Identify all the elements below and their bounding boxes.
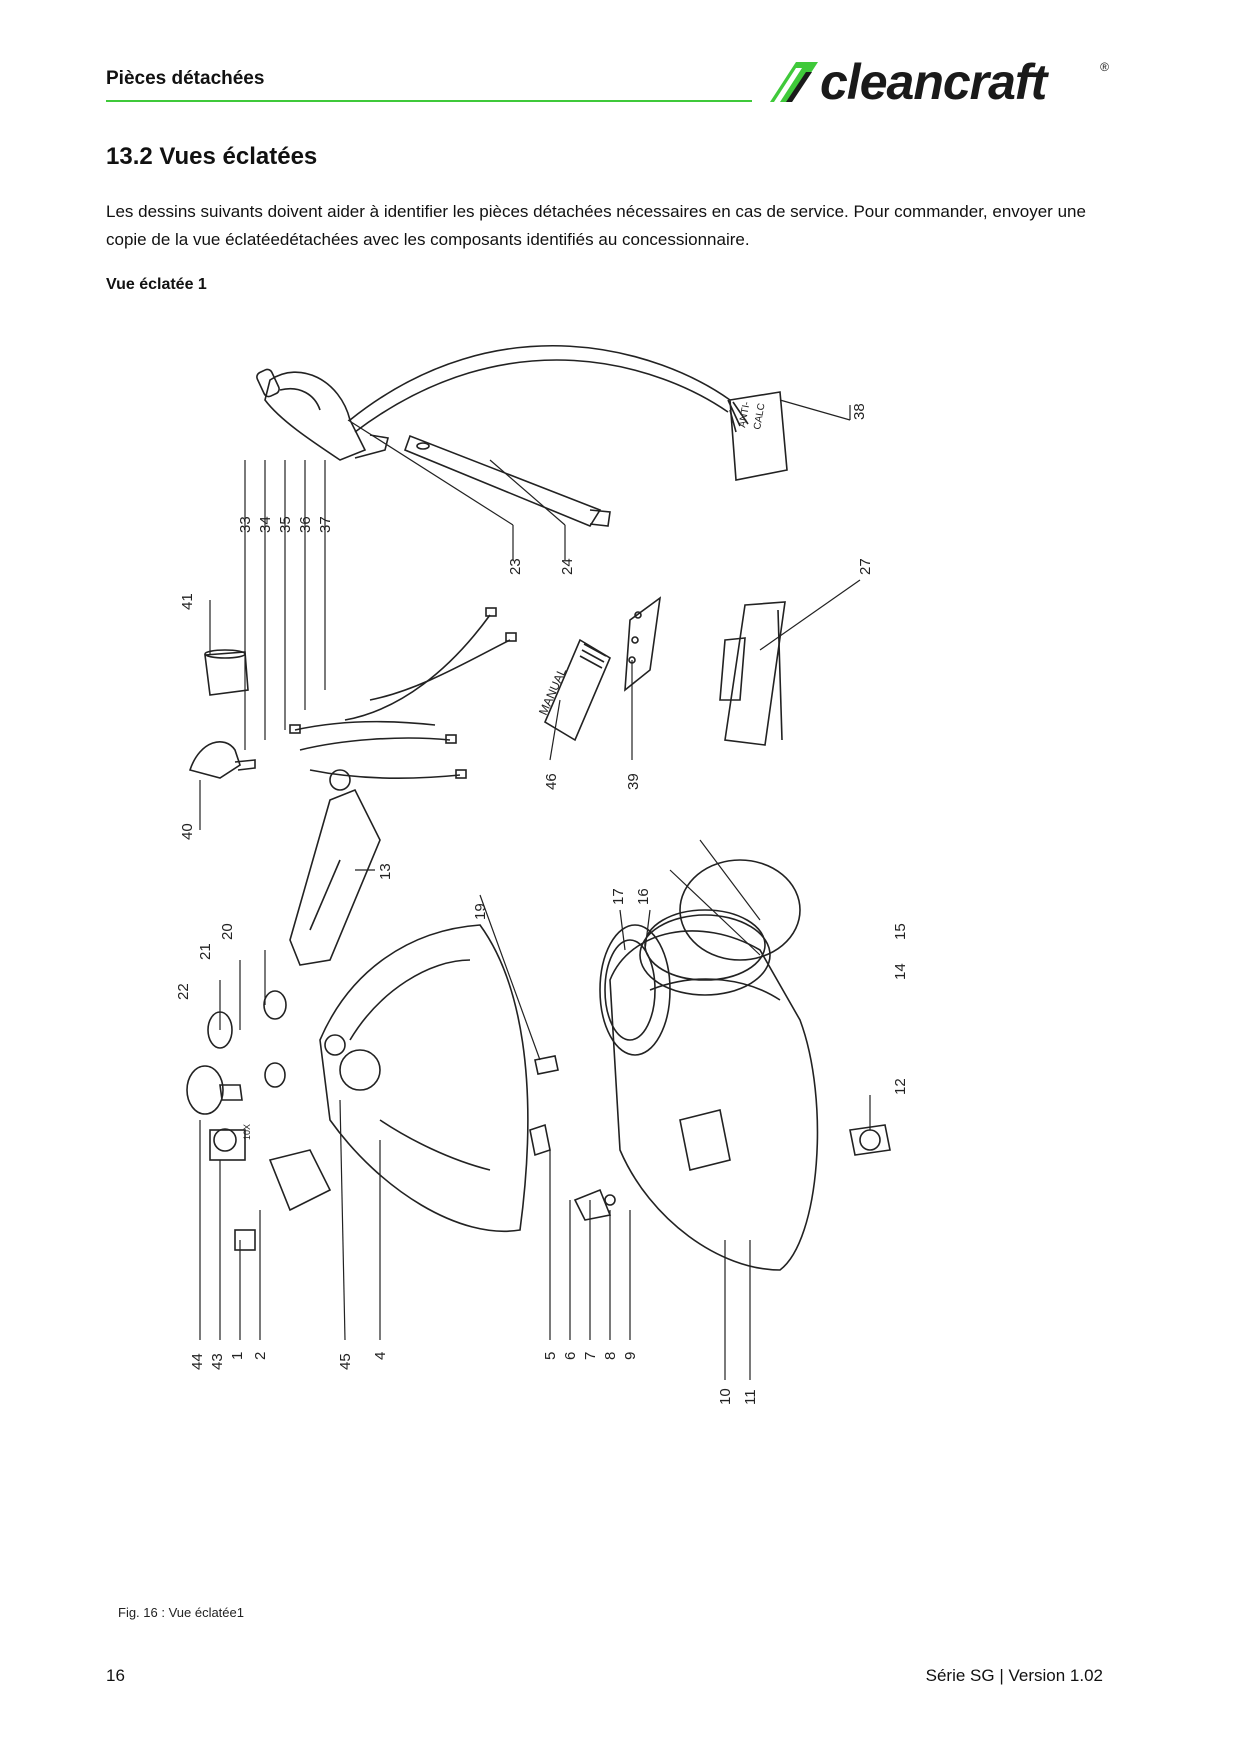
part-extension-tube — [403, 434, 611, 527]
header-title: Pièces détachées — [106, 68, 265, 89]
figure-caption: Fig. 16 : Vue éclatée1 — [118, 1605, 244, 1620]
label-9: 9 — [622, 1352, 639, 1360]
label-24: 24 — [559, 558, 576, 575]
label-19: 19 — [472, 903, 489, 920]
part-housing-right — [609, 930, 819, 1271]
bag-text-2: CALC — [752, 402, 767, 430]
label-1: 1 — [229, 1352, 246, 1360]
logo-registered-mark: ® — [1100, 60, 1109, 74]
label-5: 5 — [542, 1352, 559, 1360]
label-7: 7 — [582, 1352, 599, 1360]
label-14: 14 — [892, 963, 909, 980]
part-measuring-cup — [204, 649, 249, 696]
part-cables — [289, 607, 517, 780]
label-16: 16 — [635, 888, 652, 905]
label-10: 10 — [717, 1388, 734, 1405]
part-heating-coil — [599, 924, 671, 1056]
label-43: 43 — [209, 1353, 226, 1370]
label-21: 21 — [197, 943, 214, 960]
bag-text-1: ANTI- — [737, 401, 752, 429]
label-15: 15 — [892, 923, 909, 940]
part-brush-nozzle — [719, 601, 786, 746]
part-clips — [529, 1055, 616, 1221]
brand-logo: cleancraft ® — [766, 54, 1111, 110]
label-4: 4 — [372, 1352, 389, 1360]
label-40: 40 — [179, 823, 196, 840]
leader-lines — [199, 399, 871, 1380]
label-36: 36 — [297, 516, 314, 533]
part-circuit-board — [624, 596, 662, 692]
label-17: 17 — [610, 888, 627, 905]
section-title: 13.2 Vues éclatées — [106, 143, 318, 170]
label-11: 11 — [742, 1389, 759, 1405]
label-39: 39 — [625, 773, 642, 790]
label-27: 27 — [857, 558, 874, 575]
part-small-components: 10X — [186, 990, 332, 1251]
exploded-view-drawing: ANTI- CALC MANUAL — [175, 344, 909, 1405]
label-41: 41 — [179, 593, 196, 610]
label-13: 13 — [377, 863, 394, 880]
intro-paragraph: Les dessins suivants doivent aider à ide… — [106, 202, 1086, 249]
part-housing-left — [319, 924, 529, 1232]
part-tank — [639, 859, 801, 996]
label-2: 2 — [252, 1352, 269, 1360]
part-funnel — [188, 741, 256, 779]
label-44: 44 — [189, 1353, 206, 1370]
label-37: 37 — [317, 516, 334, 533]
part-manual: MANUAL — [536, 638, 612, 742]
part-anticalc-bag: ANTI- CALC — [729, 391, 788, 481]
part-grip — [289, 769, 381, 966]
label-20: 20 — [219, 923, 236, 940]
label-35: 35 — [277, 516, 294, 533]
part-number-labels: 23 24 38 27 39 46 33 34 35 36 37 41 40 1… — [175, 403, 909, 1405]
label-33: 33 — [237, 516, 254, 533]
label-6: 6 — [562, 1352, 579, 1360]
label-34: 34 — [257, 516, 274, 533]
label-12: 12 — [892, 1078, 909, 1095]
page-number: 16 — [106, 1666, 125, 1685]
manual-text: MANUAL — [536, 666, 569, 718]
label-23: 23 — [507, 558, 524, 575]
logo-mark-icon — [770, 62, 818, 102]
logo-text: cleancraft — [820, 54, 1047, 110]
label-8: 8 — [602, 1352, 619, 1360]
label-22: 22 — [175, 983, 192, 1000]
series-version: Série SG | Version 1.02 — [925, 1666, 1103, 1685]
header-rule — [106, 100, 752, 102]
label-45: 45 — [337, 1353, 354, 1370]
figure-subheading: Vue éclatée 1 — [106, 276, 207, 293]
label-38: 38 — [851, 403, 868, 420]
label-46: 46 — [543, 773, 560, 790]
seal-text: 10X — [242, 1124, 252, 1140]
part-handle-hose — [256, 344, 749, 461]
